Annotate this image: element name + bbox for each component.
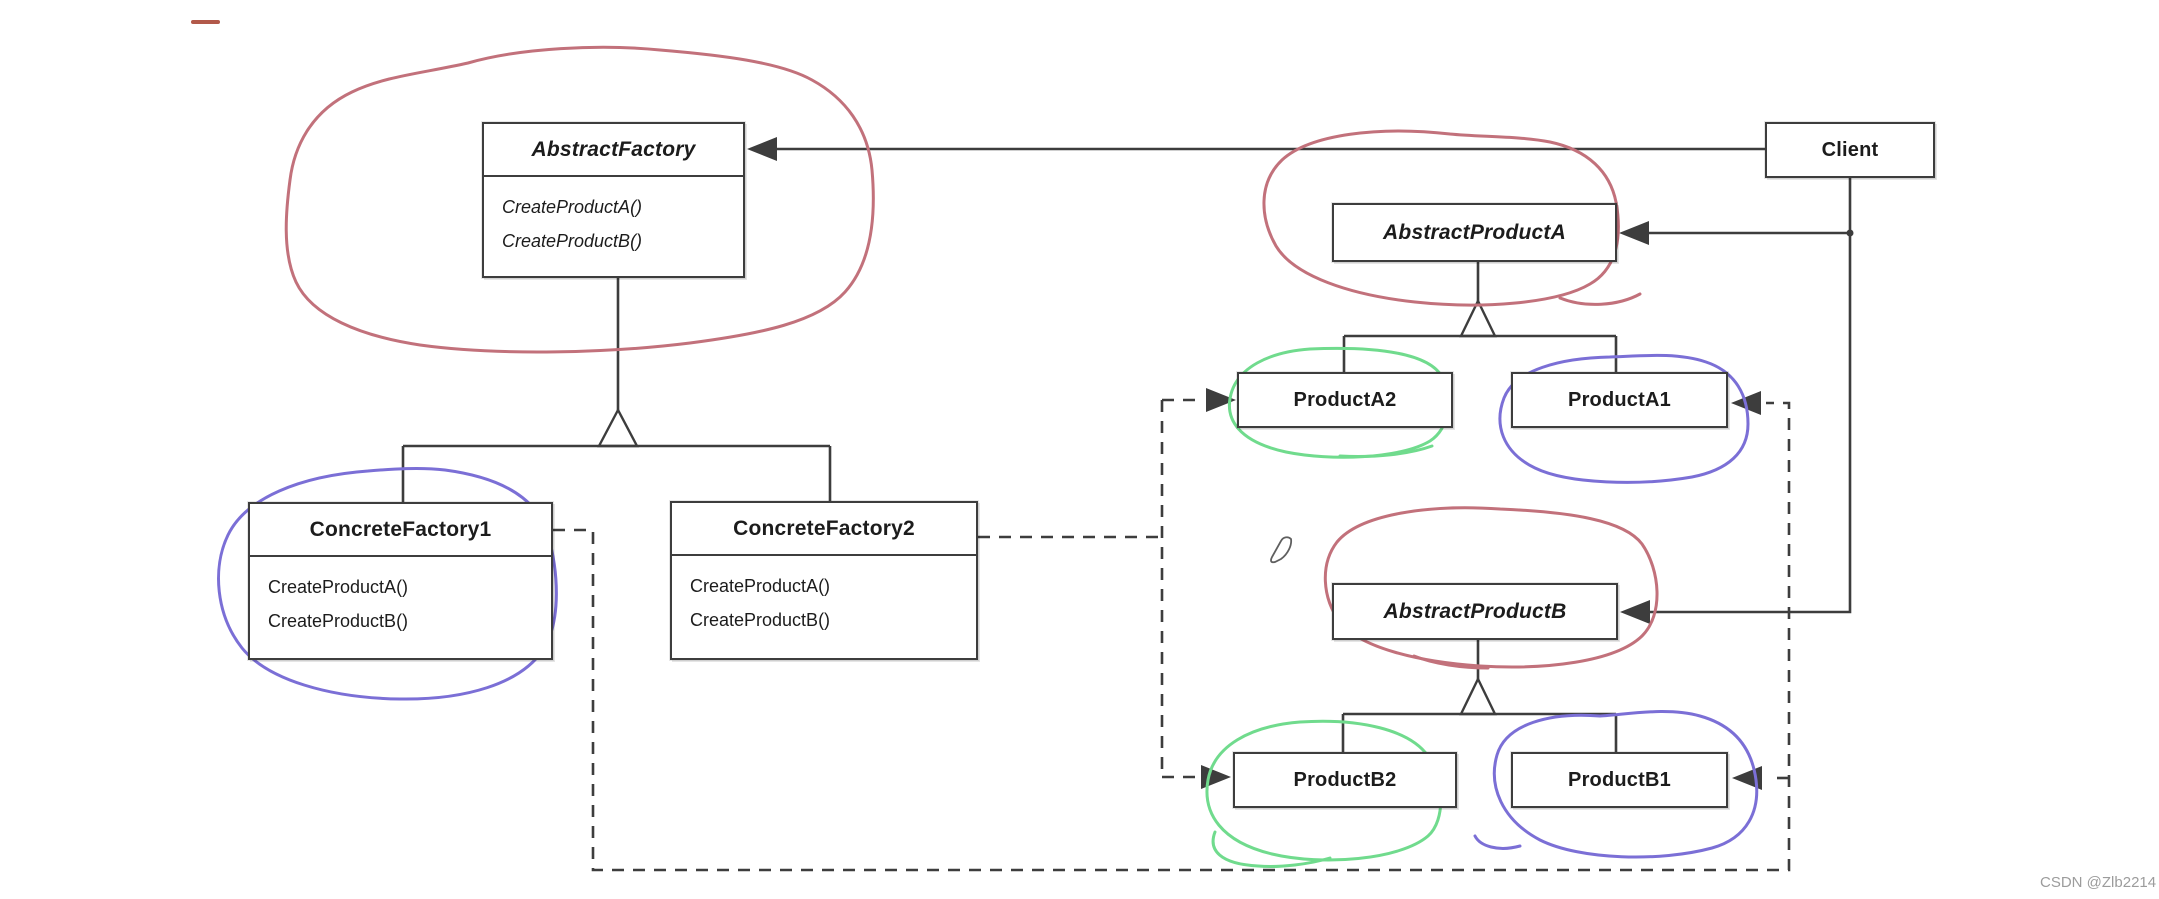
pencil-cursor-icon [1270, 536, 1293, 564]
class-box-productb1: ProductB1 [1511, 752, 1728, 808]
class-box-client: Client [1765, 122, 1935, 178]
class-title: AbstractProductA [1383, 220, 1566, 244]
class-title: Client [1821, 138, 1879, 161]
class-title: ConcreteFactory1 [250, 504, 551, 557]
class-box-abstractproductb: AbstractProductB [1332, 583, 1618, 640]
inheritance-products-a [1342, 262, 1618, 373]
annotation-circle-blue-producta1 [1498, 353, 1750, 484]
inheritance-triangle-factory [597, 407, 639, 448]
class-method: CreateProductA() [690, 576, 831, 596]
class-title: ProductA2 [1293, 388, 1397, 411]
class-title: ProductB1 [1568, 768, 1671, 791]
class-box-concretefactory2: ConcreteFactory2 CreateProductA() Create… [670, 501, 978, 660]
annotation-circle-blue-productb1 [1473, 710, 1759, 859]
class-title: AbstractProductB [1383, 599, 1567, 623]
class-title: ConcreteFactory2 [672, 503, 976, 556]
association-client-abstractproductb [1620, 178, 1852, 624]
annotation-circle-blue-concretefactory1 [217, 466, 558, 701]
annotation-circle-green-productb2 [1205, 719, 1443, 868]
class-title: ProductA1 [1568, 388, 1671, 411]
class-box-abstractproducta: AbstractProductA [1332, 203, 1617, 262]
class-box-concretefactory1: ConcreteFactory1 CreateProductA() Create… [248, 502, 553, 660]
class-method: CreateProductA() [268, 577, 409, 597]
association-client-abstractfactory [747, 137, 1765, 161]
inheritance-products-b [1341, 640, 1618, 753]
class-title: ProductB2 [1293, 768, 1397, 791]
dependency-concretefactory2-products2 [978, 388, 1236, 789]
annotation-circle-red-abstractproducta [1262, 129, 1642, 307]
class-box-producta2: ProductA2 [1237, 372, 1453, 428]
class-method: CreateProductA() [502, 197, 643, 217]
watermark: CSDN @Zlb2214 [2040, 874, 2157, 891]
annotation-circle-green-producta2 [1228, 346, 1450, 459]
class-method: CreateProductB() [690, 610, 831, 630]
class-box-productb2: ProductB2 [1233, 752, 1457, 808]
annotation-circle-red-abstractproductb [1323, 506, 1659, 670]
inheritance-factories [401, 278, 832, 503]
class-box-abstractfactory: AbstractFactory CreateProductA() CreateP… [482, 122, 745, 278]
class-title: AbstractFactory [484, 124, 743, 177]
class-method: CreateProductB() [502, 231, 643, 251]
inheritance-triangle-product-b [1459, 676, 1497, 716]
association-client-abstractproducta [1619, 221, 1854, 245]
class-method: CreateProductB() [268, 611, 409, 631]
class-box-producta1: ProductA1 [1511, 372, 1728, 428]
annotation-circle-red-abstractfactory [284, 45, 875, 354]
